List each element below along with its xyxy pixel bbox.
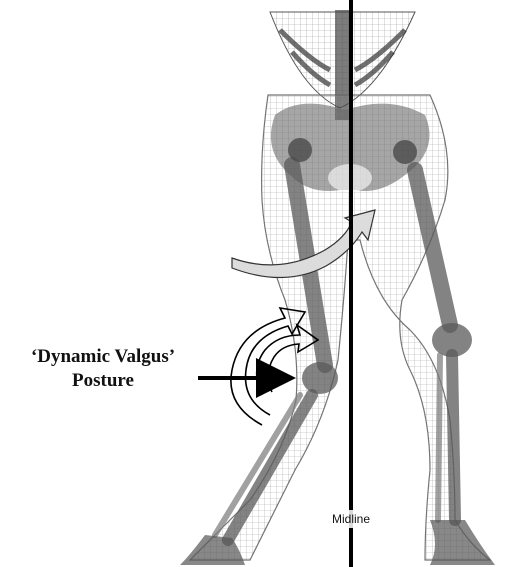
dynamic-valgus-label: ‘Dynamic Valgus’ <box>8 346 198 368</box>
midline-label: Midline <box>322 512 380 526</box>
posture-label: Posture <box>8 370 198 392</box>
